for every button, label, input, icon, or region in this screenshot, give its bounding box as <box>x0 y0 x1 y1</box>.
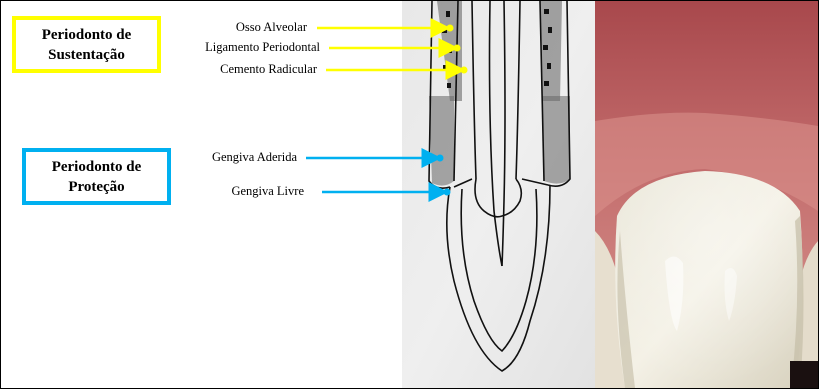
dot-gengiva-livre <box>444 189 451 196</box>
dot-osso-alveolar <box>447 25 454 32</box>
dot-gengiva-aderida <box>437 155 444 162</box>
dot-cemento-radicular <box>461 67 468 74</box>
dot-ligamento-periodontal <box>454 45 461 52</box>
